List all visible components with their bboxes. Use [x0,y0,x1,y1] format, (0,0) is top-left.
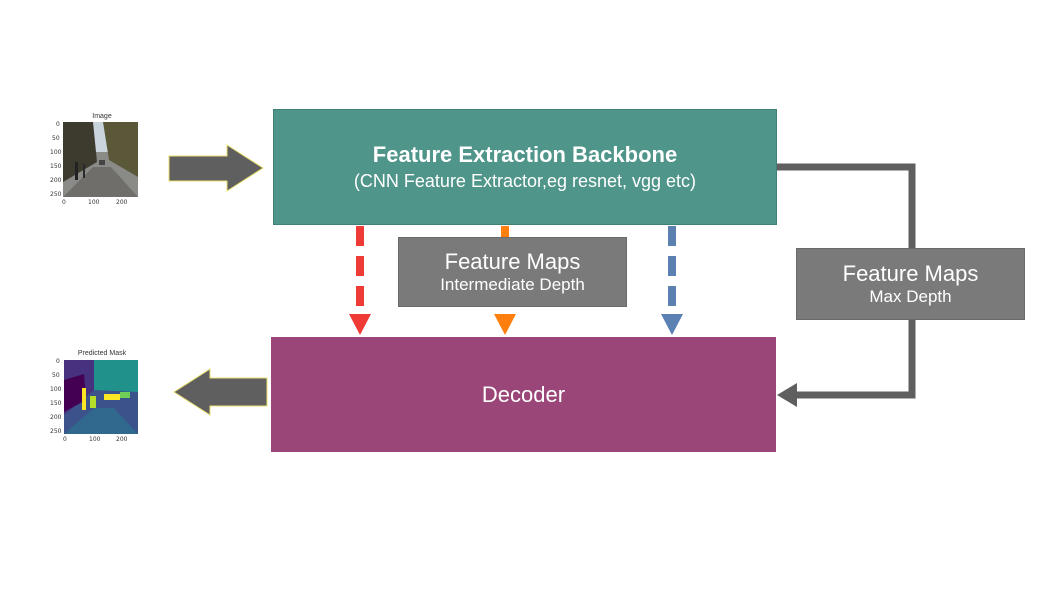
mask-ytick-3: 150 [50,400,62,407]
decoder-title: Decoder [481,381,566,407]
input-ytick-3: 150 [50,163,62,170]
predicted-mask-plot: Predicted Mask 0 50 100 150 200 250 0 10… [48,350,148,450]
input-ytick-5: 250 [50,191,62,198]
mask-xtick-2: 200 [116,436,128,443]
input-xtick-1: 100 [88,199,100,206]
decoder-box: Decoder [271,337,776,452]
feature-maps-max-subtitle: Max Depth [869,287,952,306]
backbone-subtitle: (CNN Feature Extractor,eg resnet, vgg et… [353,171,697,191]
output-arrow [173,368,268,416]
input-arrow [168,144,264,192]
segmentation-mask-image [64,360,138,434]
input-xtick-0: 0 [62,199,66,206]
max-depth-arrowhead [777,383,797,407]
input-image-plot: Image 0 50 100 150 200 250 0 100 200 [50,113,150,213]
backbone-title: Feature Extraction Backbone [372,142,678,167]
street-scene-image [63,122,138,197]
input-ytick-1: 50 [52,135,60,142]
blue-arrowhead [661,314,683,335]
feature-maps-intermediate-title: Feature Maps [444,249,581,274]
mask-xtick-1: 100 [89,436,101,443]
mask-ytick-1: 50 [52,372,60,379]
mask-ytick-0: 0 [56,358,60,365]
mask-xtick-0: 0 [63,436,67,443]
input-ytick-2: 100 [50,149,62,156]
red-arrowhead [349,314,371,335]
mask-ytick-5: 250 [50,428,62,435]
orange-arrowhead [494,314,516,335]
mask-ytick-2: 100 [50,386,62,393]
input-ytick-4: 200 [50,177,62,184]
mask-ytick-4: 200 [50,414,62,421]
feature-maps-max-title: Feature Maps [842,261,979,286]
input-image-title: Image [92,113,112,120]
feature-maps-intermediate-subtitle: Intermediate Depth [440,275,585,294]
input-ytick-0: 0 [56,121,60,128]
input-xtick-2: 200 [116,199,128,206]
feature-extraction-backbone-box: Feature Extraction Backbone (CNN Feature… [273,109,777,225]
feature-maps-max-box: Feature Maps Max Depth [796,248,1025,320]
predicted-mask-title: Predicted Mask [77,350,127,357]
feature-maps-intermediate-box: Feature Maps Intermediate Depth [398,237,627,307]
